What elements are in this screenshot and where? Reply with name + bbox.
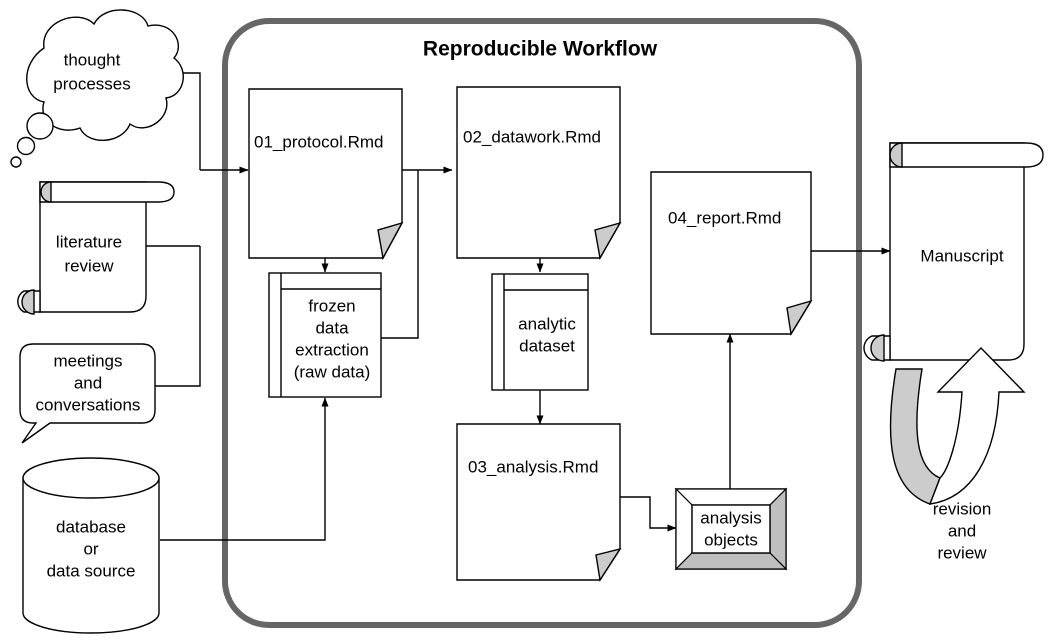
literature-review-top-curl <box>40 181 52 203</box>
node-literature-review: literature review <box>17 181 175 315</box>
analysis-objects-inner <box>691 504 771 554</box>
analysis-objects-bevel-top <box>674 488 788 506</box>
thought-processes-line-2: processes <box>53 74 130 93</box>
node-04-report-rmd: 04_report.Rmd <box>650 171 813 337</box>
analysis-document-fold <box>595 547 622 582</box>
frozen-data-store-shape <box>268 272 382 398</box>
revision-line-1: revision <box>933 499 992 518</box>
analysis-objects-bevel-bottom <box>674 552 788 570</box>
connector-meetings-to-bus <box>155 246 201 387</box>
reproducible-workflow-container <box>222 18 862 628</box>
meetings-line-3: conversations <box>36 395 141 414</box>
node-revision-and-review: revision and review <box>889 346 1026 562</box>
datawork-document-fold <box>594 221 622 261</box>
thought-processes-line-1: thought <box>64 50 121 69</box>
node-analytic-dataset: analytic dataset <box>491 273 589 391</box>
protocol-label: 01_protocol.Rmd <box>254 132 383 151</box>
manuscript-label: Manuscript <box>920 246 1003 265</box>
protocol-document-fold <box>377 221 404 261</box>
literature-review-body <box>39 181 147 313</box>
frozen-data-line-2: data <box>315 318 349 337</box>
meetings-line-1: meetings <box>54 351 123 370</box>
literature-review-top-roll <box>39 181 175 203</box>
manuscript-bottom-curl <box>870 334 885 362</box>
node-03-analysis-rmd: 03_analysis.Rmd <box>456 423 622 582</box>
frozen-data-line-4: (raw data) <box>294 362 371 381</box>
revision-line-2: and <box>948 521 976 540</box>
node-analysis-objects: analysis objects <box>674 487 788 571</box>
analysis-objects-line-1: analysis <box>700 508 761 527</box>
revision-loop-descending-band <box>889 368 941 505</box>
manuscript-body <box>889 142 1025 361</box>
report-document-fold <box>786 299 813 337</box>
analytic-dataset-store-shape <box>491 273 589 391</box>
database-line-1: database <box>56 517 126 536</box>
literature-review-bottom-curl <box>21 289 35 315</box>
node-01-protocol-rmd: 01_protocol.Rmd <box>248 88 404 261</box>
analytic-dataset-line-2: dataset <box>519 336 575 355</box>
analysis-label: 03_analysis.Rmd <box>468 457 598 476</box>
node-frozen-data-extraction: frozen data extraction (raw data) <box>268 272 382 398</box>
revision-line-3: review <box>937 543 987 562</box>
database-line-3: data source <box>47 561 136 580</box>
database-cylinder-body <box>22 477 160 634</box>
node-database-source: database or data source <box>22 457 160 634</box>
manuscript-top-roll <box>889 142 1044 168</box>
analysis-objects-line-2: objects <box>704 530 758 549</box>
connector-frozen-data-to-datawork <box>381 170 419 339</box>
node-meetings-conversations: meetings and conversations <box>19 343 156 444</box>
node-manuscript: Manuscript <box>863 142 1044 362</box>
thought-bubble-large <box>26 112 54 140</box>
datawork-label: 02_datawork.Rmd <box>463 127 601 146</box>
literature-review-line-1: literature <box>56 232 122 251</box>
meetings-line-2: and <box>74 373 102 392</box>
node-thought-processes: thought processes <box>10 9 184 168</box>
connector-database-to-frozen-data <box>160 397 329 541</box>
revision-loop-ascending-arrow <box>928 346 1026 505</box>
database-line-2: or <box>83 539 98 558</box>
connector-analysis-to-analysis-objects <box>620 496 677 532</box>
database-cylinder-top <box>22 457 160 499</box>
manuscript-top-curl <box>889 142 903 168</box>
node-02-datawork-rmd: 02_datawork.Rmd <box>456 86 622 261</box>
report-label: 04_report.Rmd <box>668 208 781 227</box>
frozen-data-line-1: frozen <box>308 296 355 315</box>
literature-review-line-2: review <box>64 256 114 275</box>
thought-bubble-small <box>10 156 22 168</box>
analytic-dataset-line-1: analytic <box>518 314 576 333</box>
frozen-data-line-3: extraction <box>295 340 369 359</box>
thought-bubble-medium <box>16 136 36 156</box>
meetings-bubble-shape <box>19 343 156 444</box>
page-title: Reproducible Workflow <box>423 38 658 61</box>
